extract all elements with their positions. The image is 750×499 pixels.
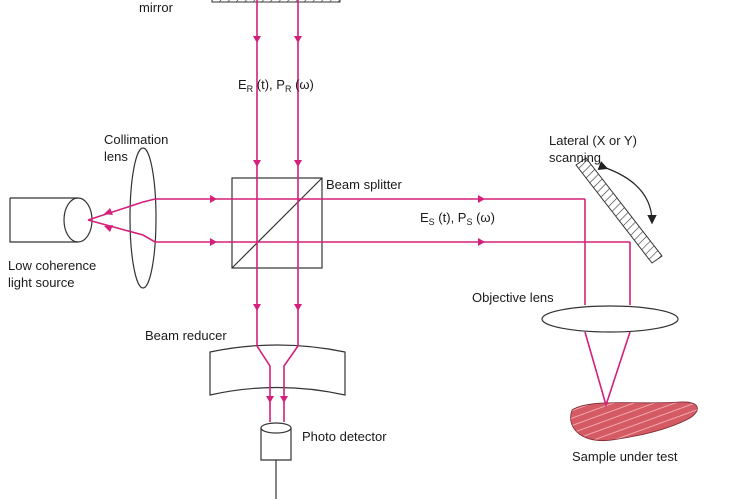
photo-detector — [260, 422, 292, 499]
beam-reducer — [209, 344, 346, 396]
beam-splitter-label: Beam splitter — [326, 177, 403, 192]
objective-lens — [541, 305, 679, 333]
beam-arrow-icon — [478, 238, 485, 246]
source-label-line1: Low coherence — [8, 258, 96, 273]
beam-arrow-icon — [280, 396, 288, 403]
beam-reducer-label: Beam reducer — [145, 328, 227, 343]
beam-arrow-icon — [478, 195, 485, 203]
beam-arrow-icon — [294, 160, 302, 167]
scan-arrow-icon — [597, 160, 657, 225]
light-source — [9, 197, 93, 243]
objective-lens-label: Objective lens — [472, 290, 554, 305]
photo-detector-label: Photo detector — [302, 429, 387, 444]
sample-label: Sample under test — [572, 449, 678, 464]
beam-arrow-icon — [294, 304, 302, 311]
scanning-label-line1: Lateral (X or Y) — [549, 133, 637, 148]
beam-paths — [87, 0, 631, 422]
sample-field-label: ES (t), PS (ω) — [420, 210, 495, 227]
beam-arrow-icon — [253, 304, 261, 311]
beam-arrow-icon — [266, 396, 274, 403]
beam-arrows — [104, 36, 485, 403]
reference-mirror — [211, 0, 341, 3]
beam-arrow-icon — [104, 208, 113, 215]
reference-field-label: ER (t), PR (ω) — [238, 77, 314, 94]
collimation-lens — [129, 147, 157, 289]
beam-arrow-icon — [294, 36, 302, 43]
beam-arrow-icon — [210, 238, 217, 246]
scanning-label-line2: scanning — [549, 150, 601, 165]
beam-arrow-icon — [253, 160, 261, 167]
collimation-label-line1: Collimation — [104, 132, 168, 147]
sample-under-test — [570, 401, 698, 442]
beam-splitter-cube — [231, 177, 323, 269]
beam-arrow-icon — [104, 225, 113, 232]
beam-arrow-icon — [210, 195, 217, 203]
mirror-label: mirror — [139, 0, 174, 15]
beam-arrow-icon — [253, 36, 261, 43]
source-label-line2: light source — [8, 275, 74, 290]
collimation-label-line2: lens — [104, 149, 128, 164]
